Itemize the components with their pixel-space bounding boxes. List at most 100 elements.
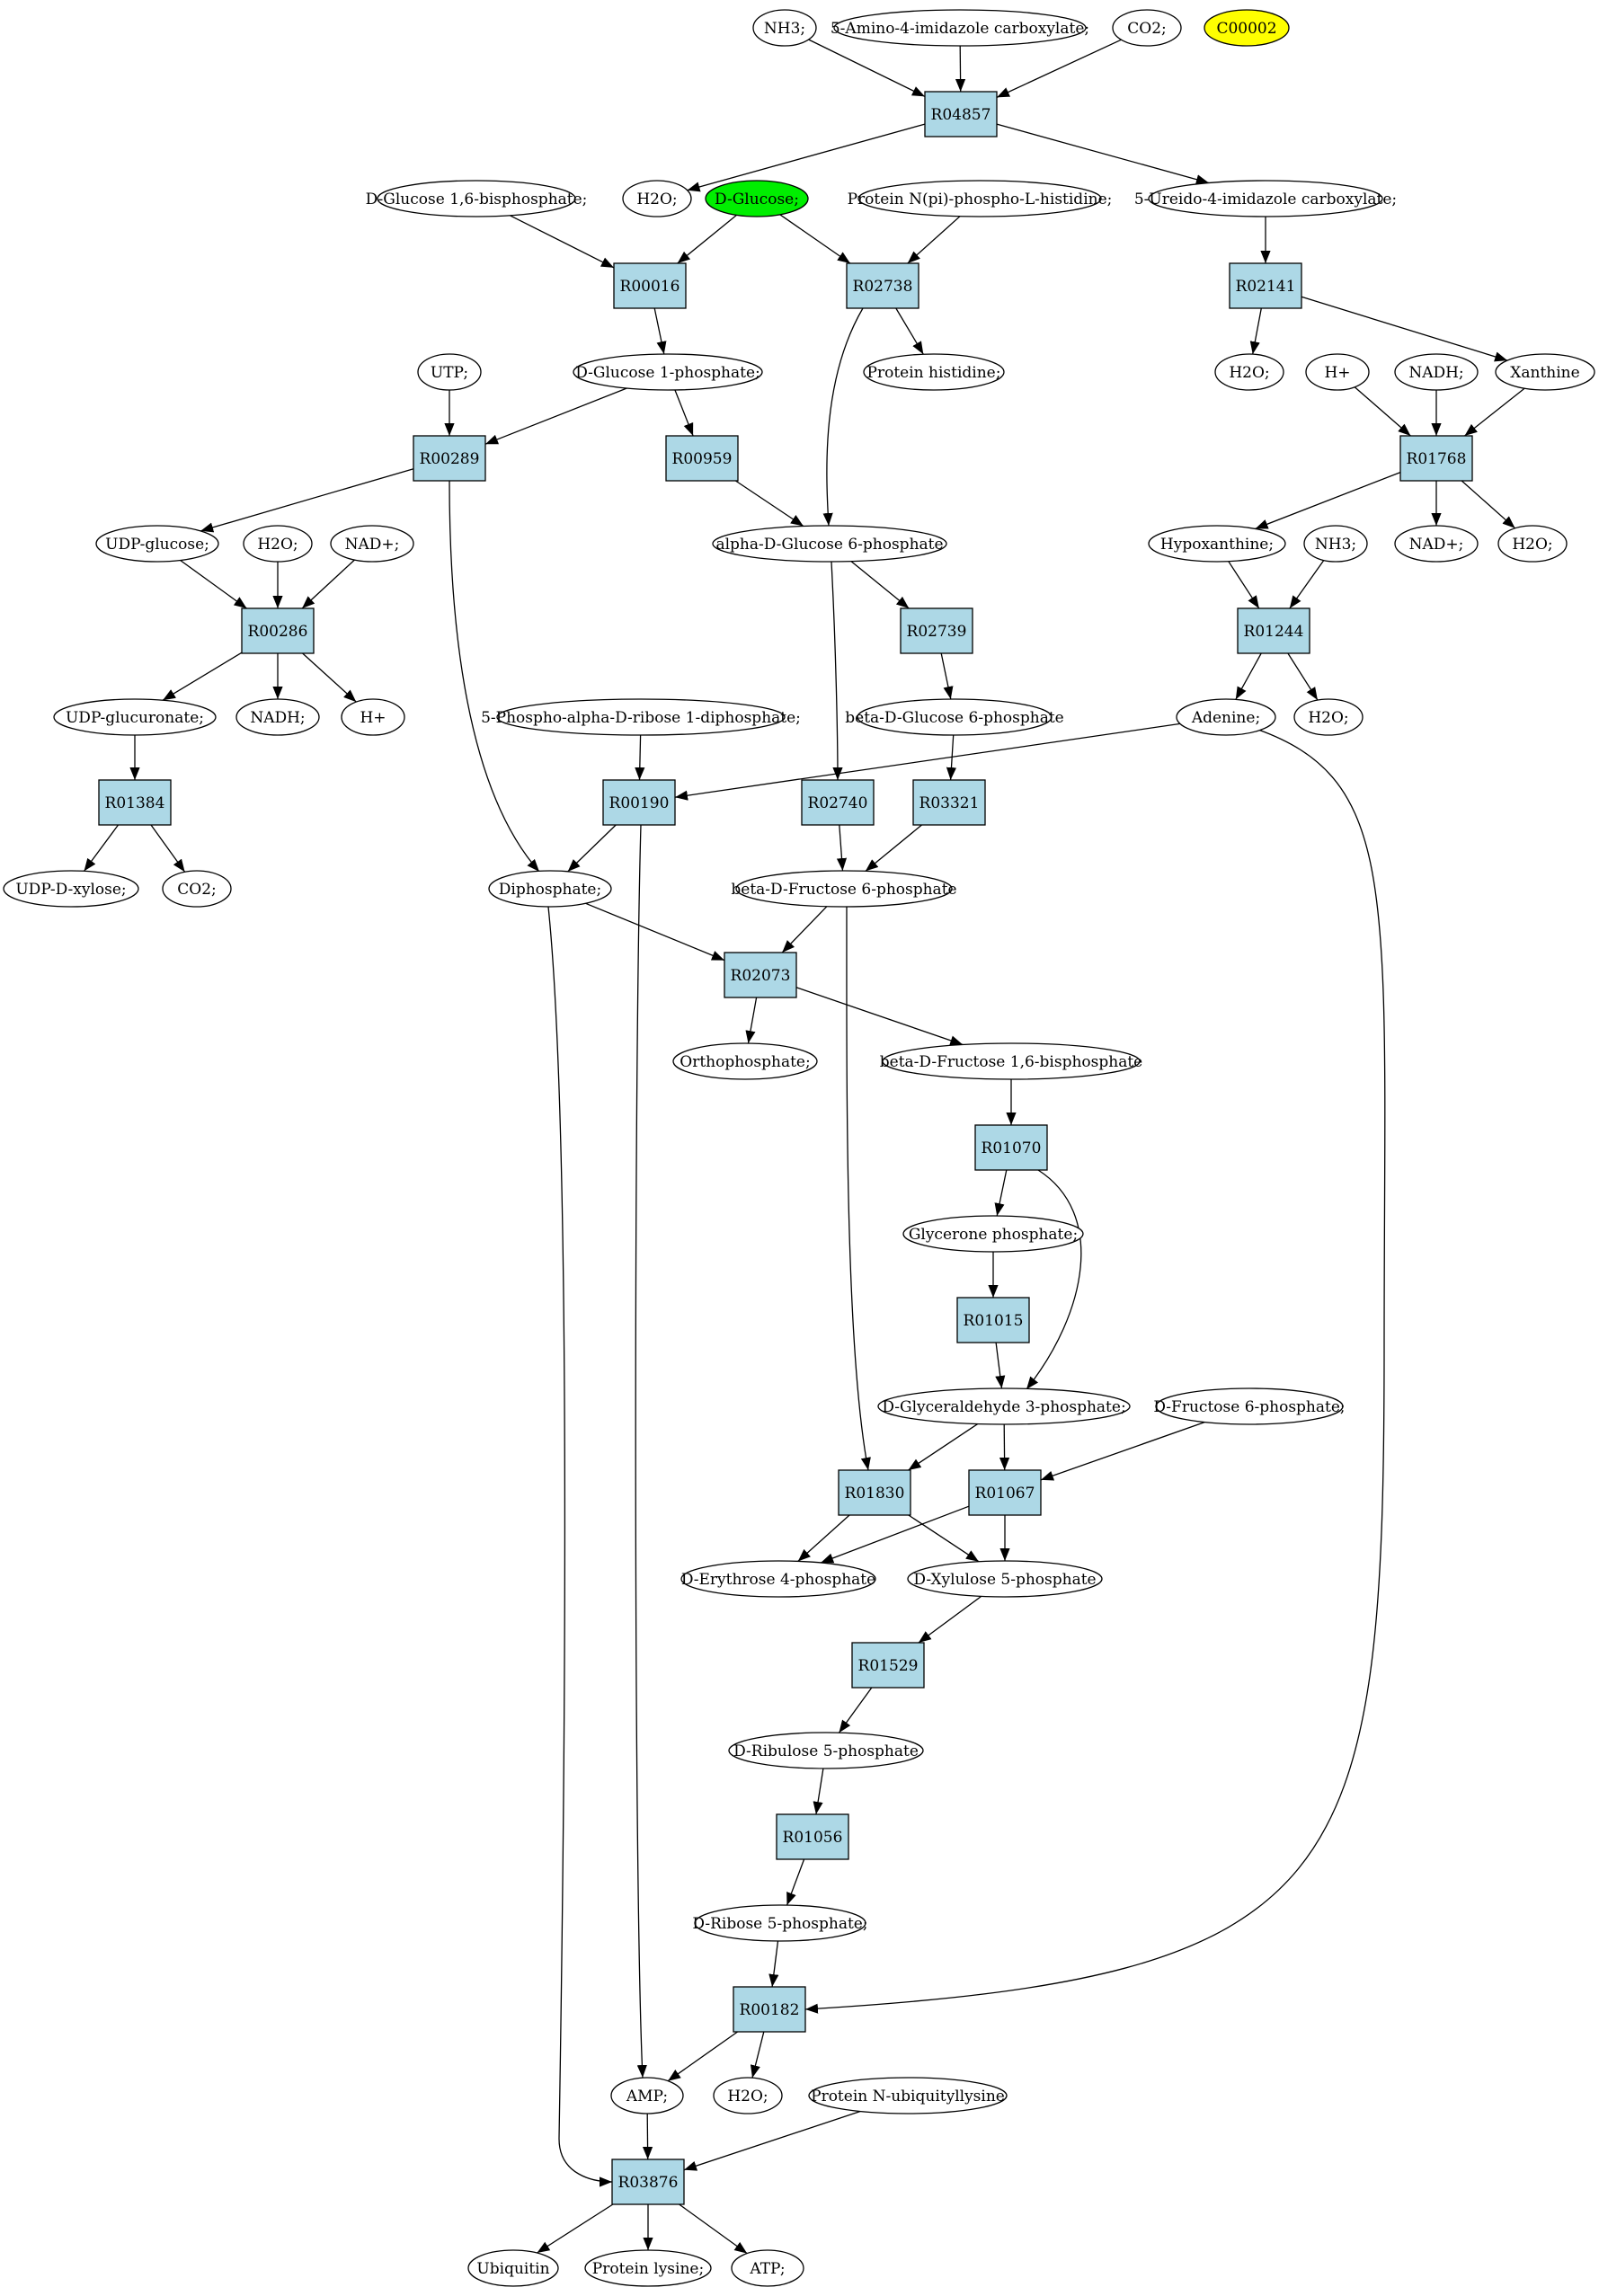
reaction-node-r01830[interactable]: R01830: [838, 1469, 911, 1516]
edge-ru5p-to-r01056: [813, 1768, 824, 1815]
compound-node-protlys[interactable]: Protein lysine;: [584, 2249, 712, 2287]
reaction-node-r01244[interactable]: R01244: [1237, 607, 1310, 654]
compound-node-udpglcur[interactable]: UDP-glucuronate;: [53, 698, 217, 736]
reaction-box: [1237, 607, 1310, 654]
reaction-node-r03876[interactable]: R03876: [611, 2159, 685, 2205]
compound-ellipse: [713, 2077, 783, 2114]
edge-dglc1p-to-r00289: [484, 387, 627, 445]
compound-ellipse: [1497, 525, 1568, 563]
reaction-node-r00959[interactable]: R00959: [665, 435, 739, 482]
compound-node-hplus_b[interactable]: H+: [341, 698, 405, 736]
compound-node-prothis[interactable]: Protein histidine;: [863, 353, 1005, 391]
compound-node-aglc6p[interactable]: alpha-D-Glucose 6-phosphate: [712, 525, 947, 563]
node-label: R03321: [919, 794, 980, 812]
reaction-node-r02740[interactable]: R02740: [801, 779, 875, 826]
compound-node-h2o_b[interactable]: H2O;: [1214, 353, 1284, 391]
reaction-box: [900, 607, 973, 654]
compound-node-ubiquitin[interactable]: Ubiquitin: [467, 2249, 559, 2287]
node-label: alpha-D-Glucose 6-phosphate: [715, 536, 943, 554]
compound-node-bglc6p[interactable]: beta-D-Glucose 6-phosphate: [845, 698, 1064, 736]
node-label: R02073: [731, 967, 791, 985]
compound-node-amino_imid[interactable]: 5-Amino-4-imidazole carboxylate;: [831, 9, 1089, 47]
edge-r00190-to-amp: [635, 824, 647, 2079]
compound-node-h2o_d[interactable]: H2O;: [1497, 525, 1568, 563]
reaction-node-r02141[interactable]: R02141: [1229, 262, 1302, 309]
node-label: R01067: [975, 1485, 1035, 1503]
reaction-node-r03321[interactable]: R03321: [912, 779, 986, 826]
reaction-node-r04857[interactable]: R04857: [924, 91, 998, 137]
compound-node-dglucose[interactable]: D-Glucose;: [705, 180, 809, 217]
compound-node-h2o_c[interactable]: H2O;: [243, 525, 313, 563]
compound-node-glycp[interactable]: Glycerone phosphate;: [902, 1215, 1084, 1253]
compound-node-hplus_a[interactable]: H+: [1305, 353, 1370, 391]
compound-node-protnphis[interactable]: Protein N(pi)-phospho-L-histidine;: [848, 180, 1113, 217]
compound-node-h2o_e[interactable]: H2O;: [1293, 698, 1364, 736]
compound-node-nadplus_b[interactable]: NAD+;: [1394, 525, 1479, 563]
reaction-node-r00289[interactable]: R00289: [413, 435, 486, 482]
edge-xu5p-to-r01529: [918, 1595, 982, 1644]
edge-udpglc-to-r00286: [180, 559, 247, 609]
compound-node-orthop[interactable]: Orthophosphate;: [672, 1042, 818, 1080]
compound-node-c00002[interactable]: C00002: [1204, 9, 1290, 47]
reaction-node-r01067[interactable]: R01067: [968, 1469, 1042, 1516]
compound-node-bfru6p[interactable]: beta-D-Fructose 6-phosphate: [731, 870, 957, 908]
compound-node-udpxyl[interactable]: UDP-D-xylose;: [3, 870, 139, 908]
compound-node-gap[interactable]: D-Glyceraldehyde 3-phosphate;: [877, 1387, 1131, 1425]
edge-r00016-to-dglc1p: [653, 307, 667, 355]
compound-node-adenine[interactable]: Adenine;: [1176, 698, 1276, 736]
compound-node-co2_top[interactable]: CO2;: [1112, 9, 1182, 47]
compound-node-xu5p[interactable]: D-Xylulose 5-phosphate: [907, 1560, 1103, 1598]
reaction-node-r01056[interactable]: R01056: [776, 1813, 849, 1860]
compound-ellipse: [672, 1042, 818, 1080]
compound-node-dglc1p[interactable]: D-Glucose 1-phosphate;: [573, 353, 763, 391]
compound-node-utp[interactable]: UTP;: [417, 353, 482, 391]
compound-node-xanthine[interactable]: Xanthine: [1495, 353, 1595, 391]
node-label: Diphosphate;: [499, 881, 601, 899]
node-label: R02738: [853, 278, 913, 296]
reaction-node-r00182[interactable]: R00182: [733, 1986, 806, 2033]
edge-r02738-to-prothis: [895, 307, 924, 355]
edge-r02141-to-h2o_b: [1249, 307, 1262, 355]
compound-node-h2o_f[interactable]: H2O;: [713, 2077, 783, 2114]
compound-node-prpp[interactable]: 5-Phospho-alpha-D-ribose 1-diphosphate;: [481, 698, 801, 736]
compound-node-nadh_b[interactable]: NADH;: [235, 698, 320, 736]
compound-node-protubly[interactable]: Protein N-ubiquityllysine: [808, 2077, 1008, 2114]
compound-ellipse: [882, 1042, 1141, 1080]
compound-node-nh3_b[interactable]: NH3;: [1303, 525, 1368, 563]
compound-node-ureido[interactable]: 5-Ureido-4-imidazole carboxylate;: [1134, 180, 1397, 217]
compound-node-diphos[interactable]: Diphosphate;: [488, 870, 612, 908]
compound-ellipse: [907, 1560, 1103, 1598]
edge-r00286-to-udpglcur: [162, 652, 243, 701]
reaction-node-r01070[interactable]: R01070: [974, 1124, 1048, 1171]
reaction-box: [801, 779, 875, 826]
compound-node-amp[interactable]: AMP;: [610, 2077, 684, 2114]
compound-node-e4p[interactable]: D-Erythrose 4-phosphate: [680, 1560, 876, 1598]
compound-node-atp[interactable]: ATP;: [731, 2249, 804, 2287]
compound-node-co2_b[interactable]: CO2;: [162, 870, 232, 908]
compound-node-bfru16bp[interactable]: beta-D-Fructose 1,6-bisphosphate: [880, 1042, 1142, 1080]
reaction-node-r00016[interactable]: R00016: [613, 262, 687, 309]
compound-node-nadplus_a[interactable]: NAD+;: [330, 525, 414, 563]
compound-node-udpglc[interactable]: UDP-glucose;: [95, 525, 219, 563]
reaction-node-r00190[interactable]: R00190: [602, 779, 676, 826]
compound-node-ru5p[interactable]: D-Ribulose 5-phosphate: [728, 1732, 924, 1769]
compound-node-r5p[interactable]: D-Ribose 5-phosphate;: [692, 1904, 868, 1942]
node-label: Glycerone phosphate;: [909, 1226, 1078, 1244]
reaction-box: [724, 952, 797, 998]
compound-node-dfru6p[interactable]: D-Fructose 6-phosphate;: [1153, 1387, 1346, 1425]
reaction-node-r02738[interactable]: R02738: [846, 262, 919, 309]
compound-node-nadh_a[interactable]: NADH;: [1394, 353, 1479, 391]
reaction-node-r01015[interactable]: R01015: [956, 1297, 1030, 1343]
reaction-node-r02739[interactable]: R02739: [900, 607, 973, 654]
edge-prpp-to-r00190: [635, 734, 645, 781]
reaction-node-r00286[interactable]: R00286: [241, 607, 315, 654]
compound-node-nh3_top[interactable]: NH3;: [752, 9, 817, 47]
reaction-box: [968, 1469, 1042, 1516]
reaction-node-r02073[interactable]: R02073: [724, 952, 797, 998]
reaction-node-r01768[interactable]: R01768: [1399, 435, 1473, 482]
reaction-node-r01384[interactable]: R01384: [98, 779, 172, 826]
compound-node-h2o_a[interactable]: H2O;: [622, 180, 692, 217]
compound-node-dglc16bp[interactable]: D-Glucose 1,6-bisphosphate;: [366, 180, 588, 217]
reaction-node-r01529[interactable]: R01529: [851, 1642, 925, 1689]
compound-node-hypox[interactable]: Hypoxanthine;: [1148, 525, 1286, 563]
